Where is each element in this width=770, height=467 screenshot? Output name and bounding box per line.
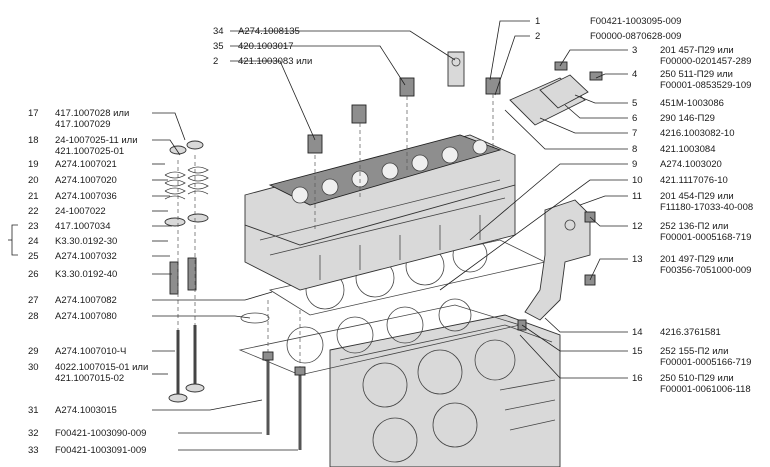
callout-number: 8 <box>632 144 637 155</box>
callout-number: 7 <box>632 128 637 139</box>
callout-code: 421.1003083 или <box>238 56 312 67</box>
callout-code-alt: 421.1007015-02 <box>55 373 124 384</box>
callout-number: 3 <box>632 45 637 56</box>
callout-number: 6 <box>632 113 637 124</box>
callout-number: 4 <box>632 69 637 80</box>
callout-code: 451M-1003086 <box>660 98 724 109</box>
callout-number: 31 <box>28 405 39 416</box>
callout-code: 201 454-П29 или <box>660 191 734 202</box>
callout-number: 33 <box>28 445 39 456</box>
callout-code: 4216.1003082-10 <box>660 128 735 139</box>
callout-code: F00421-1003095-009 <box>590 16 681 27</box>
callout-code: K3.30.0192-30 <box>55 236 117 247</box>
callout-number: 16 <box>632 373 643 384</box>
callout-code: A274.1003015 <box>55 405 117 416</box>
callout-code: F00421-1003090-009 <box>55 428 146 439</box>
valve-springs-stack <box>164 140 209 295</box>
leader-lines <box>8 20 628 451</box>
callout-code-alt: 417.1007029 <box>55 119 110 130</box>
callout-number: 21 <box>28 191 39 202</box>
callout-number: 12 <box>632 221 643 232</box>
callout-number: 18 <box>28 135 39 146</box>
callout-code: A274.1007020 <box>55 175 117 186</box>
callout-code: 201 457-П29 или <box>660 45 734 56</box>
cylinder-head <box>244 134 516 291</box>
callout-code: 24-1007022 <box>55 206 106 217</box>
callout-code: F00421-1003091-009 <box>55 445 146 456</box>
callout-code: A274.1007021 <box>55 159 117 170</box>
callout-number: 27 <box>28 295 39 306</box>
callout-code: A274.1007082 <box>55 295 117 306</box>
callout-code: 290 146-П29 <box>660 113 715 124</box>
callout-number: 9 <box>632 159 637 170</box>
callout-number: 14 <box>632 327 643 338</box>
callout-number: 20 <box>28 175 39 186</box>
callout-code: A274.1007036 <box>55 191 117 202</box>
callout-number: 2 <box>213 56 218 67</box>
callouts-left: 17 417.1007028 или 417.1007029 18 24-100… <box>28 108 148 456</box>
callout-code: 24-1007025-11 или <box>55 135 138 146</box>
callout-number: 28 <box>28 311 39 322</box>
callout-number: 1 <box>535 16 540 27</box>
callout-number: 22 <box>28 206 39 217</box>
valves <box>168 312 270 403</box>
callout-number: 35 <box>213 41 224 52</box>
callout-code-alt: F00000-0201457-289 <box>660 56 751 67</box>
callout-code-alt: 421.1007025-01 <box>55 146 124 157</box>
callouts-right: 3 201 457-П29 или F00000-0201457-289 4 2… <box>632 45 753 395</box>
callout-code: F00000-0870628-009 <box>590 31 681 42</box>
callout-number: 15 <box>632 346 643 357</box>
callout-code: 252 155-П2 или <box>660 346 728 357</box>
callout-number: 24 <box>28 236 39 247</box>
callout-code-alt: F00001-0005168-719 <box>660 232 751 243</box>
callout-code: 4022.1007015-01 или <box>55 362 148 373</box>
callout-code: 417.1007028 или <box>55 108 129 119</box>
callout-number: 25 <box>28 251 39 262</box>
head-bolts <box>262 351 306 450</box>
callout-code: 420.1003017 <box>238 41 293 52</box>
callout-code-alt: F00001-0005166-719 <box>660 357 751 368</box>
engine-block <box>329 314 561 467</box>
callout-number: 19 <box>28 159 39 170</box>
callout-code: 201 497-П29 или <box>660 254 734 265</box>
callout-code: 4216.3761581 <box>660 327 721 338</box>
bracket <box>517 199 596 331</box>
callout-number: 2 <box>535 31 540 42</box>
callout-number: 17 <box>28 108 39 119</box>
callout-code: A274.1008135 <box>238 26 300 37</box>
callout-code: 421.1117076-10 <box>660 175 728 186</box>
callouts-top: 34 A274.1008135 35 420.1003017 2 421.100… <box>213 16 681 67</box>
callout-code: 417.1007034 <box>55 221 110 232</box>
callout-code: 252 136-П2 или <box>660 221 728 232</box>
callout-code: 421.1003084 <box>660 144 715 155</box>
callout-code-alt: F00001-0853529-109 <box>660 80 751 91</box>
callout-number: 32 <box>28 428 39 439</box>
callout-number: 30 <box>28 362 39 373</box>
callout-number: 23 <box>28 221 39 232</box>
callout-number: 11 <box>632 191 642 202</box>
assembly-center-lines <box>177 94 494 367</box>
callout-code-alt: F00356-7051000-009 <box>660 265 751 276</box>
callout-code-alt: F11180-17033-40-008 <box>660 202 753 213</box>
callout-code: 250 510-П29 или <box>660 373 734 384</box>
callout-number: 10 <box>632 175 643 186</box>
callout-number: 5 <box>632 98 637 109</box>
callout-code: A274.1007032 <box>55 251 117 262</box>
callout-code: K3.30.0192-40 <box>55 269 117 280</box>
callout-number: 13 <box>632 254 643 265</box>
callout-code: A274.1007010-Ч <box>55 346 126 357</box>
callout-code: A274.1007080 <box>55 311 117 322</box>
callout-number: 29 <box>28 346 39 357</box>
callout-number: 26 <box>28 269 39 280</box>
callout-code: A274.1003020 <box>660 159 722 170</box>
callout-code-alt: F00001-0061006-118 <box>660 384 751 395</box>
callout-number: 34 <box>213 26 224 37</box>
callout-code: 250 511-П29 или <box>660 69 733 80</box>
